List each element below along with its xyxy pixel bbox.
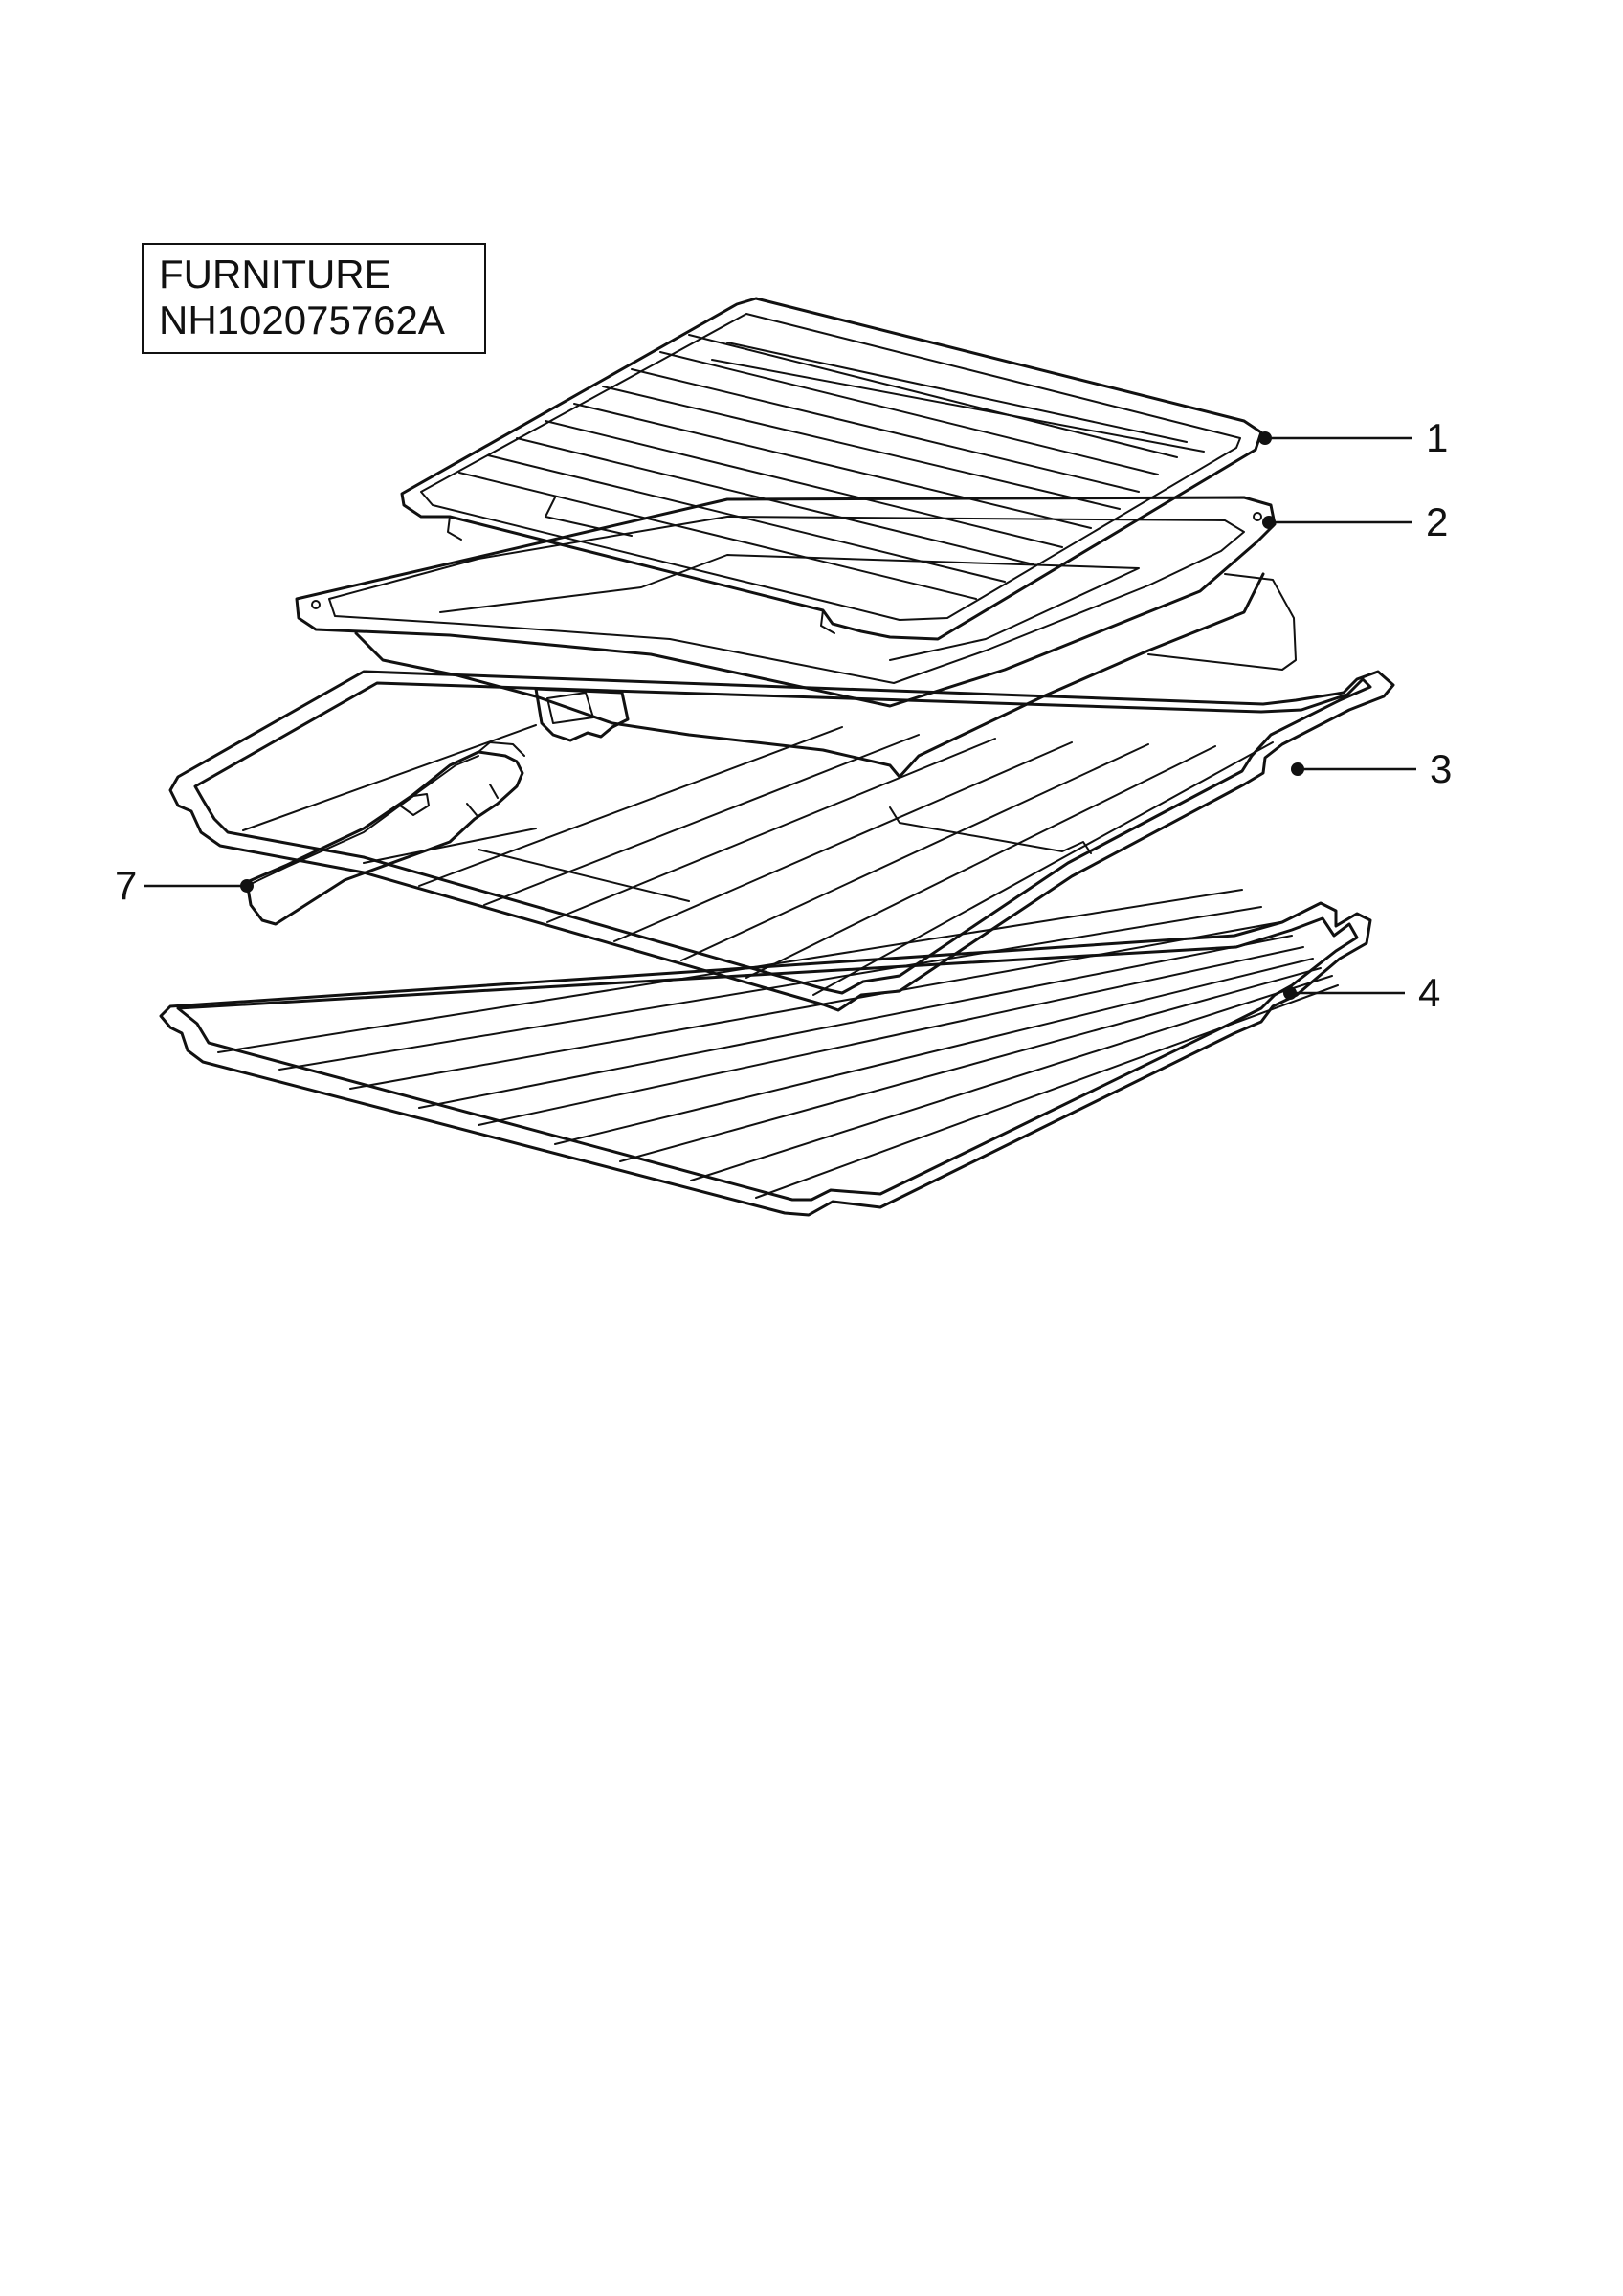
callout-2: 2	[1262, 499, 1448, 544]
callout-3: 3	[1291, 746, 1452, 791]
handle-clamp	[466, 741, 525, 816]
grid-inner-frame	[420, 313, 1241, 621]
grid-outer-frame	[400, 297, 1263, 641]
pan-rim-outer	[295, 496, 1277, 708]
grid-rods	[458, 334, 1205, 600]
pan-socket-window	[546, 692, 594, 724]
grill-pan	[295, 496, 1297, 779]
callout-anchor-dot	[1258, 431, 1272, 445]
callout-label: 3	[1430, 746, 1452, 791]
pan-handle	[245, 741, 525, 926]
handle-grip-edge	[250, 755, 479, 885]
pan-handle-socket	[534, 687, 630, 742]
callout-label: 1	[1426, 415, 1448, 460]
callout-1: 1	[1258, 415, 1448, 460]
shelf-upper-outer-frame	[168, 670, 1395, 1012]
title-label: FURNITURE	[159, 252, 391, 297]
callout-label: 7	[115, 863, 137, 908]
oven-shelf-lower	[159, 889, 1372, 1217]
pan-floor	[439, 554, 1140, 661]
pan-body	[354, 572, 1265, 779]
shelf-upper-rods	[242, 724, 1274, 996]
wire-grid	[400, 297, 1263, 641]
callout-7: 7	[115, 863, 254, 908]
pan-side-wall	[1147, 573, 1297, 671]
callout-4: 4	[1283, 970, 1440, 1015]
pan-hanging-hole-right	[1253, 512, 1262, 521]
callout-anchor-dot	[240, 879, 254, 893]
pan-rim-inner	[328, 516, 1245, 684]
grid-feet	[447, 497, 835, 634]
callout-anchor-dot	[1291, 762, 1304, 776]
part-number-label: NH102075762A	[159, 298, 445, 342]
title-box: FURNITURE NH102075762A	[142, 243, 486, 354]
handle-body	[245, 750, 524, 926]
callout-label: 4	[1418, 970, 1440, 1015]
callout-label: 2	[1426, 499, 1448, 544]
pan-hanging-hole	[311, 600, 321, 609]
oven-shelf-upper	[168, 670, 1395, 1012]
callout-anchor-dot	[1262, 516, 1276, 529]
callout-anchor-dot	[1283, 986, 1297, 1000]
handle-lock-button	[399, 793, 430, 816]
shelf-lower-outer-frame	[159, 901, 1372, 1217]
shelf-lower-rods	[217, 889, 1339, 1199]
shelf-upper-guide	[889, 806, 1092, 854]
shelf-upper-inner-frame	[193, 677, 1372, 995]
